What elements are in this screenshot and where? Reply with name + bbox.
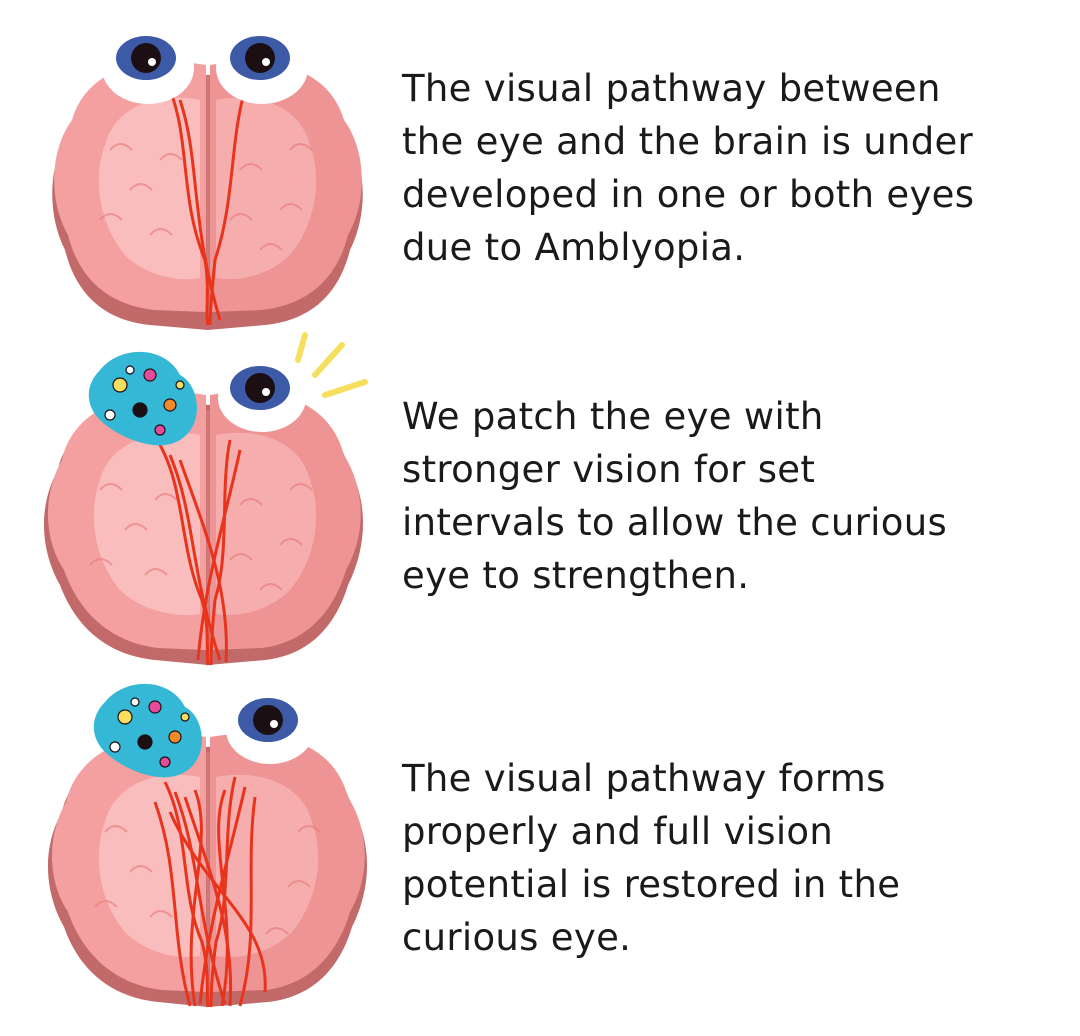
eyeball-right-icon	[226, 696, 314, 764]
caption-line: the eye and the brain is under	[402, 120, 974, 163]
visual-pathway-weak	[168, 89, 247, 326]
visual-pathway-medium	[158, 439, 242, 666]
eye-patch-icon	[93, 683, 202, 778]
step-3-panel: The visual pathway forms properly and fu…	[0, 672, 1080, 1032]
caption-line: developed in one or both eyes	[402, 173, 975, 216]
eyeball-right-icon	[218, 364, 306, 432]
brain-illustration-step-1	[52, 32, 363, 331]
brain-illustration-step-3	[47, 683, 367, 1008]
sparkle-icon	[295, 332, 368, 398]
visual-pathway-strong	[153, 776, 267, 1008]
eyeball-right-icon	[216, 32, 308, 104]
caption-line: stronger vision for set	[402, 448, 816, 491]
caption-line: properly and full vision	[402, 810, 834, 853]
caption-line: The visual pathway between	[402, 67, 941, 110]
brain-illustration-step-2	[43, 332, 368, 666]
caption-line: potential is restored in the	[402, 863, 901, 906]
step-2-panel: We patch the eye with stronger vision fo…	[0, 330, 1080, 670]
step-1-panel: The visual pathway between the eye and t…	[0, 0, 1080, 340]
brain-icon	[52, 61, 363, 331]
step-3-caption: The visual pathway forms properly and fu…	[402, 752, 1062, 964]
eyeball-left-icon	[102, 32, 194, 104]
eye-patch-icon	[88, 351, 197, 446]
caption-line: We patch the eye with	[402, 395, 824, 438]
caption-line: The visual pathway forms	[402, 757, 886, 800]
caption-line: eye to strengthen.	[402, 554, 750, 597]
step-2-caption: We patch the eye with stronger vision fo…	[402, 390, 1062, 602]
caption-line: intervals to allow the curious	[402, 501, 948, 544]
caption-line: curious eye.	[402, 916, 632, 959]
step-1-caption: The visual pathway between the eye and t…	[402, 62, 1062, 274]
caption-line: due to Amblyopia.	[402, 226, 746, 269]
